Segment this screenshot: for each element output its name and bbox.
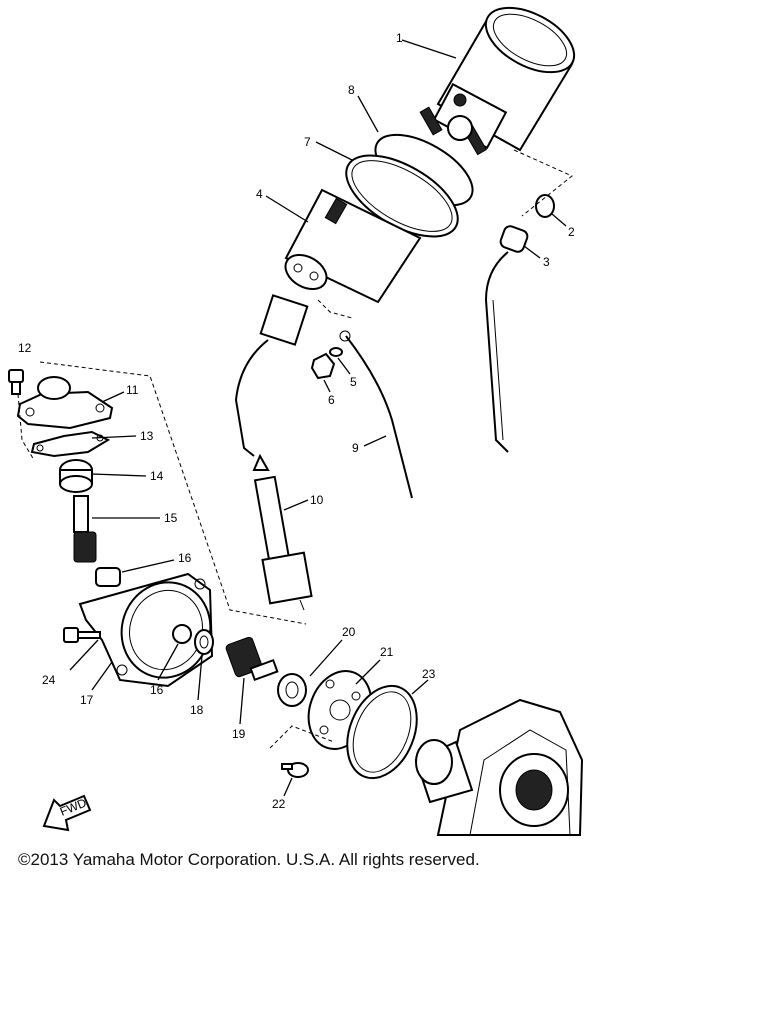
- lamp-wire: [345, 335, 413, 499]
- exploded-parts-diagram: 1 8 7 4 2 3 5 6 9 10 12 11 13 14 15 16 2…: [8, 6, 584, 836]
- label-16b: 16: [150, 683, 164, 697]
- label-17: 17: [80, 693, 94, 707]
- label-1: 1: [396, 31, 403, 45]
- engine-casing: [414, 698, 584, 836]
- gear-housing-cover: [16, 376, 114, 430]
- drive-gear-19: [225, 636, 279, 682]
- bulb: [535, 194, 555, 218]
- label-18: 18: [190, 703, 204, 717]
- label-24: 24: [42, 673, 56, 687]
- assembly-lines: [17, 149, 573, 749]
- label-22: 22: [272, 797, 286, 811]
- bushing-16: [95, 567, 121, 587]
- meter-case: [284, 188, 422, 304]
- label-19: 19: [232, 727, 246, 741]
- gasket-13: [30, 430, 111, 458]
- washer-5: [329, 347, 343, 357]
- leader-lines: [69, 39, 567, 797]
- label-2: 2: [568, 225, 575, 239]
- label-20: 20: [342, 625, 356, 639]
- label-4: 4: [256, 187, 263, 201]
- label-12: 12: [18, 341, 32, 355]
- bolt-12: [8, 369, 24, 395]
- label-15: 15: [164, 511, 178, 525]
- label-9: 9: [352, 441, 359, 455]
- label-6: 6: [328, 393, 335, 407]
- label-23: 23: [422, 667, 436, 681]
- label-21: 21: [380, 645, 394, 659]
- bulb-socket: [499, 225, 529, 253]
- label-3: 3: [543, 255, 550, 269]
- label-8: 8: [348, 83, 355, 97]
- label-10: 10: [310, 493, 324, 507]
- speedometer-cable: [234, 294, 313, 611]
- label-13: 13: [140, 429, 154, 443]
- washer-18: [194, 629, 214, 655]
- meter-assembly: [419, 6, 576, 156]
- bushing-20: [277, 673, 307, 707]
- part-labels: 1 8 7 4 2 3 5 6 9 10 12 11 13 14 15 16 2…: [18, 31, 575, 811]
- label-5: 5: [350, 375, 357, 389]
- copyright-notice: ©2013 Yamaha Motor Corporation. U.S.A. A…: [18, 850, 480, 869]
- forward-arrow-icon: FWD: [42, 794, 92, 832]
- gear-housing: [78, 572, 214, 688]
- gear-shaft-15: [73, 495, 97, 563]
- bushing-14: [59, 459, 93, 493]
- label-7: 7: [304, 135, 311, 149]
- label-16a: 16: [178, 551, 192, 565]
- nut-6: [310, 352, 336, 380]
- label-11: 11: [126, 383, 139, 397]
- label-14: 14: [150, 469, 164, 483]
- screw-22: [281, 762, 309, 778]
- bolt-24: [63, 627, 101, 643]
